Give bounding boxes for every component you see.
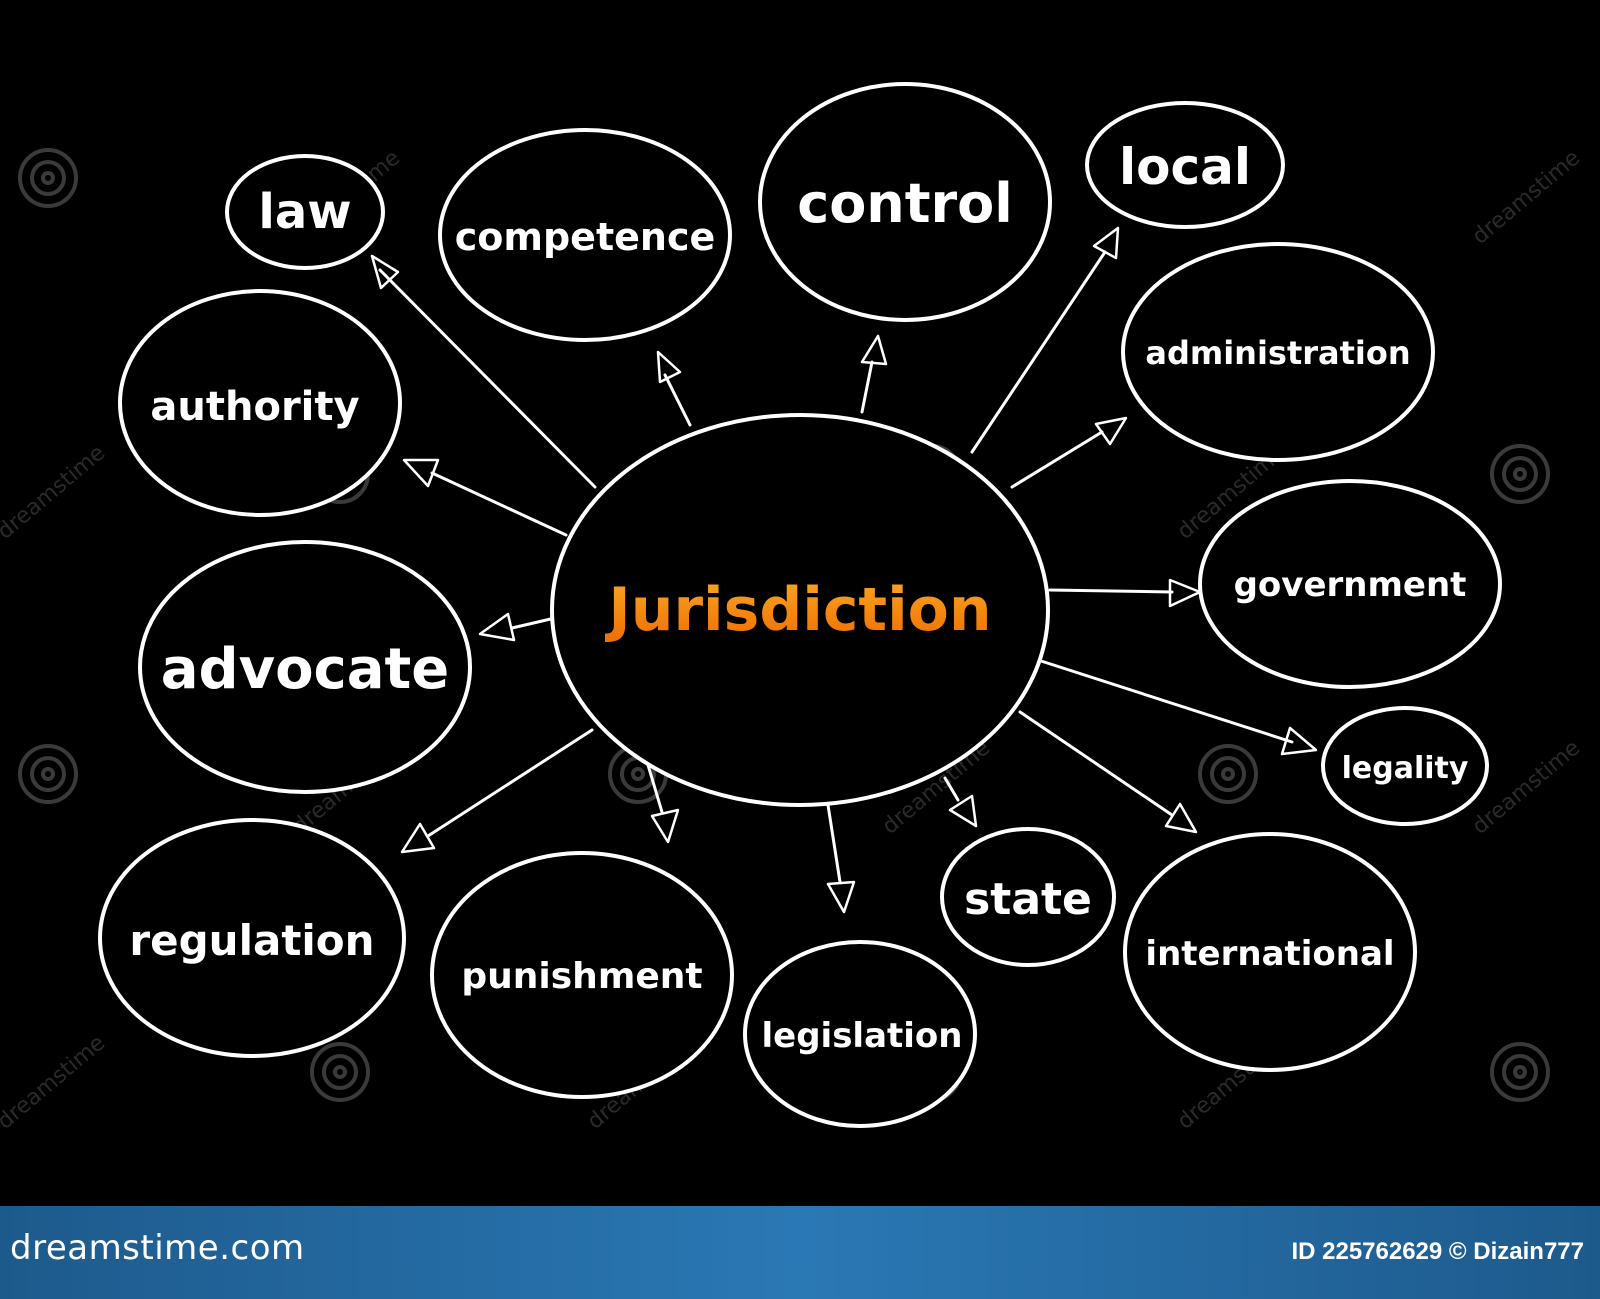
node-bubble xyxy=(1121,242,1435,462)
node-bubble xyxy=(98,818,406,1058)
node-bubble xyxy=(1321,706,1489,826)
node-competence: competence xyxy=(438,128,732,342)
connector-administration xyxy=(1010,430,1104,489)
node-bubble xyxy=(118,289,402,517)
connector-state xyxy=(943,776,960,802)
arrowhead-icon xyxy=(860,334,888,366)
footer-brand: dreamstime.com xyxy=(10,1228,305,1268)
node-label: competence xyxy=(455,215,716,259)
footer-credit: ID 225762629 © Dizain777 xyxy=(1291,1238,1584,1266)
arrowhead-icon xyxy=(826,880,856,914)
node-legality: legality xyxy=(1321,706,1489,826)
watermark-text: dreamstime xyxy=(1468,146,1585,250)
arrowhead-icon xyxy=(370,254,400,290)
node-international: international xyxy=(1123,832,1417,1072)
node-label: government xyxy=(1234,565,1467,605)
connector-punishment xyxy=(646,763,664,814)
arrowhead-icon xyxy=(478,612,516,642)
node-bubble xyxy=(438,128,732,342)
node-bubble xyxy=(1123,832,1417,1072)
node-label: international xyxy=(1145,934,1394,974)
arrowhead-icon xyxy=(656,350,682,384)
node-label: regulation xyxy=(129,916,374,965)
watermark-spiral-icon xyxy=(1490,444,1550,504)
node-authority: authority xyxy=(118,289,402,517)
node-label: legislation xyxy=(761,1016,962,1056)
node-regulation: regulation xyxy=(98,818,406,1058)
connectors xyxy=(370,226,1318,914)
connector-local xyxy=(970,250,1107,454)
arrowhead-icon xyxy=(1280,726,1318,756)
node-label: punishment xyxy=(461,956,702,997)
node-label: control xyxy=(797,172,1013,235)
node-control: control xyxy=(758,82,1052,322)
arrowhead-icon xyxy=(1094,416,1128,446)
node-legislation: legislation xyxy=(743,940,977,1128)
node-bubble xyxy=(758,82,1052,322)
center-node: Jurisdiction xyxy=(550,413,1050,807)
arrowhead-icon xyxy=(400,822,436,854)
footer-bar: dreamstime.com ID 225762629 © Dizain777 xyxy=(0,1206,1600,1299)
copyright-symbol: © xyxy=(1448,1238,1467,1265)
node-punishment: punishment xyxy=(430,851,734,1099)
node-label: authority xyxy=(150,384,359,430)
image-id: ID 225762629 xyxy=(1291,1238,1443,1265)
node-bubble xyxy=(1198,479,1502,689)
watermark-spiral-icon xyxy=(1198,744,1258,804)
node-bubble xyxy=(1085,101,1285,229)
connector-international xyxy=(1018,710,1174,817)
author-name: Dizain777 xyxy=(1473,1238,1584,1265)
watermark-spiral-icon xyxy=(18,148,78,208)
node-administration: administration xyxy=(1121,242,1435,462)
node-bubble xyxy=(940,827,1116,967)
arrowhead-icon xyxy=(948,794,978,828)
connector-competence xyxy=(663,373,692,427)
arrowhead-icon xyxy=(402,458,440,488)
connector-law xyxy=(378,268,597,489)
node-bubble xyxy=(743,940,977,1128)
connector-regulation xyxy=(426,728,594,838)
watermark-spiral-icon xyxy=(18,744,78,804)
node-law: law xyxy=(225,154,385,270)
connector-government xyxy=(1048,588,1174,594)
node-label: advocate xyxy=(161,637,450,702)
connector-legality xyxy=(1036,658,1294,744)
node-label: local xyxy=(1119,138,1251,196)
watermark-spiral-icon xyxy=(1490,1042,1550,1102)
node-bubble xyxy=(225,154,385,270)
connector-control xyxy=(860,360,874,414)
node-label: administration xyxy=(1145,334,1410,372)
arrowhead-icon xyxy=(1092,226,1120,260)
node-bubble xyxy=(430,851,734,1099)
mind-map: dreamstime dreamstime dreamstime dreamst… xyxy=(0,82,1586,1135)
center-bubble xyxy=(550,413,1050,807)
arrowhead-icon xyxy=(1168,578,1202,608)
node-label: state xyxy=(964,874,1092,925)
watermark-spiral-icon xyxy=(310,1042,370,1102)
node-bubble xyxy=(138,540,472,794)
watermark-text: dreamstime xyxy=(0,1031,110,1135)
arrowhead-icon xyxy=(650,808,680,844)
node-state: state xyxy=(940,827,1116,967)
connector-authority xyxy=(430,471,568,537)
arrowhead-icon xyxy=(1164,802,1198,834)
watermark-text: dreamstime xyxy=(0,441,110,545)
connector-legislation xyxy=(826,803,842,884)
center-label: Jurisdiction xyxy=(604,575,991,645)
node-government: government xyxy=(1198,479,1502,689)
node-local: local xyxy=(1085,101,1285,229)
connector-advocate xyxy=(510,616,557,630)
node-label: legality xyxy=(1342,751,1469,786)
node-advocate: advocate xyxy=(138,540,472,794)
node-label: law xyxy=(258,184,351,240)
